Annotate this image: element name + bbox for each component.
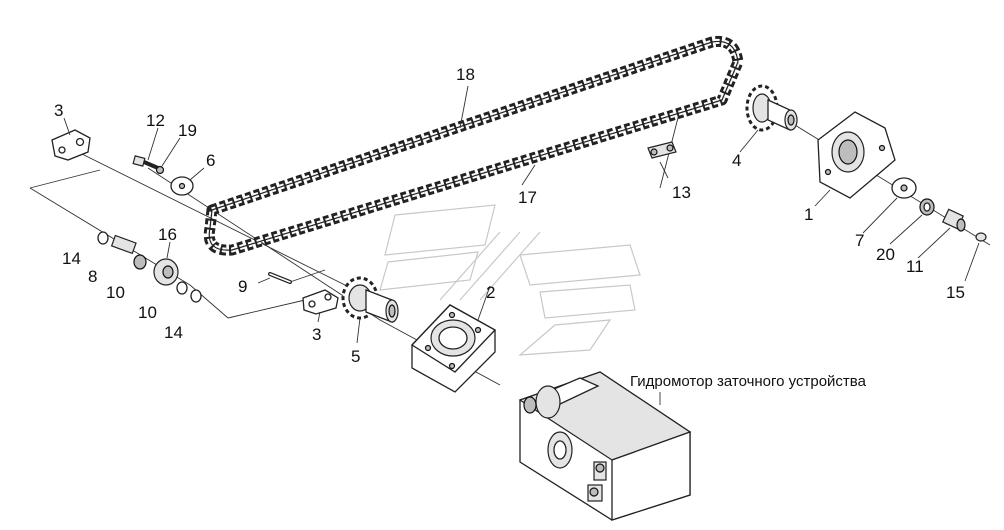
left-bearing-set: [97, 231, 202, 303]
pin: [268, 272, 292, 284]
bolt-and-washer: [132, 155, 165, 175]
label-part-14-left: 14: [62, 249, 81, 268]
label-part-4: 4: [732, 151, 741, 170]
label-part-1: 1: [804, 205, 813, 224]
label-part-2: 2: [486, 283, 495, 302]
motor-caption: Гидромотор заточного устройства: [630, 373, 867, 390]
label-part-17: 17: [518, 188, 537, 207]
label-part-10-b: 10: [138, 303, 157, 322]
label-part-7: 7: [855, 231, 864, 250]
sprocket-upper: [745, 84, 798, 132]
bracket-plate-bottom: [302, 289, 339, 315]
label-part-13: 13: [672, 183, 691, 202]
mounting-flange: [410, 304, 497, 393]
label-leaders: [63, 85, 980, 405]
label-part-8: 8: [88, 267, 97, 286]
flat-washer: [170, 176, 194, 196]
part-labels: 3 12 19 6 16 14 8 10 10 14 9 3 5 2 18 17…: [54, 65, 965, 390]
roller-chain: [203, 35, 744, 256]
label-part-5: 5: [351, 347, 360, 366]
label-part-20: 20: [876, 245, 895, 264]
label-part-14-right: 14: [164, 323, 183, 342]
label-part-9: 9: [238, 277, 247, 296]
sprocket-lower: [341, 276, 399, 323]
connecting-link: [647, 141, 677, 159]
bearing-housing: [817, 111, 896, 199]
label-part-19: 19: [178, 121, 197, 140]
label-part-6: 6: [206, 151, 215, 170]
label-part-15: 15: [946, 283, 965, 302]
label-part-3-bottom: 3: [312, 325, 321, 344]
hydraulic-motor: [518, 371, 692, 521]
label-part-3-top: 3: [54, 101, 63, 120]
label-part-12: 12: [146, 111, 165, 130]
label-part-16: 16: [158, 225, 177, 244]
bracket-plate-top: [51, 129, 91, 161]
background-watermark: [379, 204, 641, 356]
label-part-18: 18: [456, 65, 475, 84]
label-part-11: 11: [906, 257, 924, 276]
right-fastener-set: [891, 177, 987, 242]
label-part-10-a: 10: [106, 283, 125, 302]
